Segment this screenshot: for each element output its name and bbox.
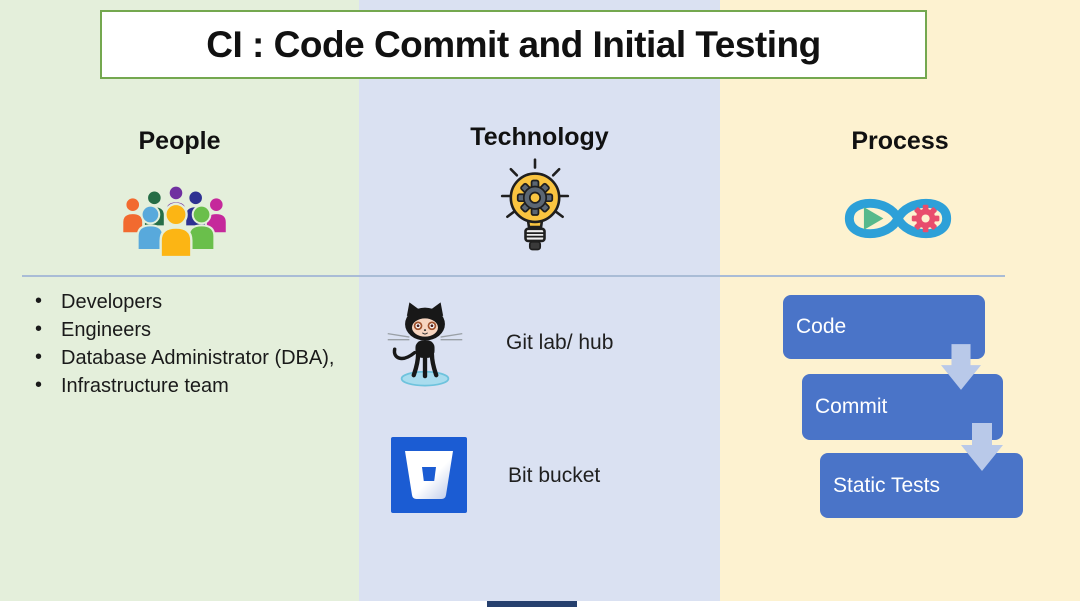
- git-tool-label: Git lab/ hub: [506, 331, 614, 354]
- list-item: Engineers: [33, 319, 334, 341]
- process-step-static-tests: Static Tests: [820, 453, 1023, 518]
- down-arrow-icon: [961, 423, 1003, 471]
- down-arrow-icon: [941, 344, 981, 390]
- bottom-accent-bar: [487, 601, 577, 607]
- people-list: Developers Engineers Database Administra…: [33, 291, 335, 404]
- list-item-label: Database Administrator (DBA),: [61, 347, 335, 369]
- list-item: Infrastructure team: [33, 375, 334, 397]
- page-title: CI : Code Commit and Initial Testing: [206, 23, 821, 65]
- step-label: Commit: [815, 395, 888, 418]
- people-group-icon: [121, 185, 228, 259]
- technology-column-header: Technology: [470, 123, 609, 151]
- title-box: CI : Code Commit and Initial Testing: [100, 10, 927, 79]
- gear-icon: [911, 204, 940, 233]
- bitbucket-tool-label: Bit bucket: [508, 464, 601, 487]
- people-column-header: People: [138, 127, 221, 155]
- list-item: Database Administrator (DBA),: [33, 347, 335, 369]
- step-label: Static Tests: [833, 473, 940, 497]
- process-step-commit: Commit: [802, 374, 1003, 440]
- github-octocat-icon: [387, 302, 463, 387]
- step-label: Code: [796, 315, 847, 338]
- lightbulb-gear-icon: [500, 158, 570, 251]
- list-item-label: Infrastructure team: [61, 375, 229, 397]
- play-icon: [863, 207, 884, 230]
- section-divider: [22, 275, 1005, 277]
- list-item-label: Developers: [61, 291, 163, 313]
- list-item: Developers: [33, 291, 334, 313]
- bitbucket-icon: [391, 437, 467, 513]
- list-item-label: Engineers: [61, 319, 152, 341]
- process-step-code: Code: [783, 295, 985, 359]
- devops-infinity-icon: [844, 198, 952, 239]
- process-column-header: Process: [851, 127, 949, 155]
